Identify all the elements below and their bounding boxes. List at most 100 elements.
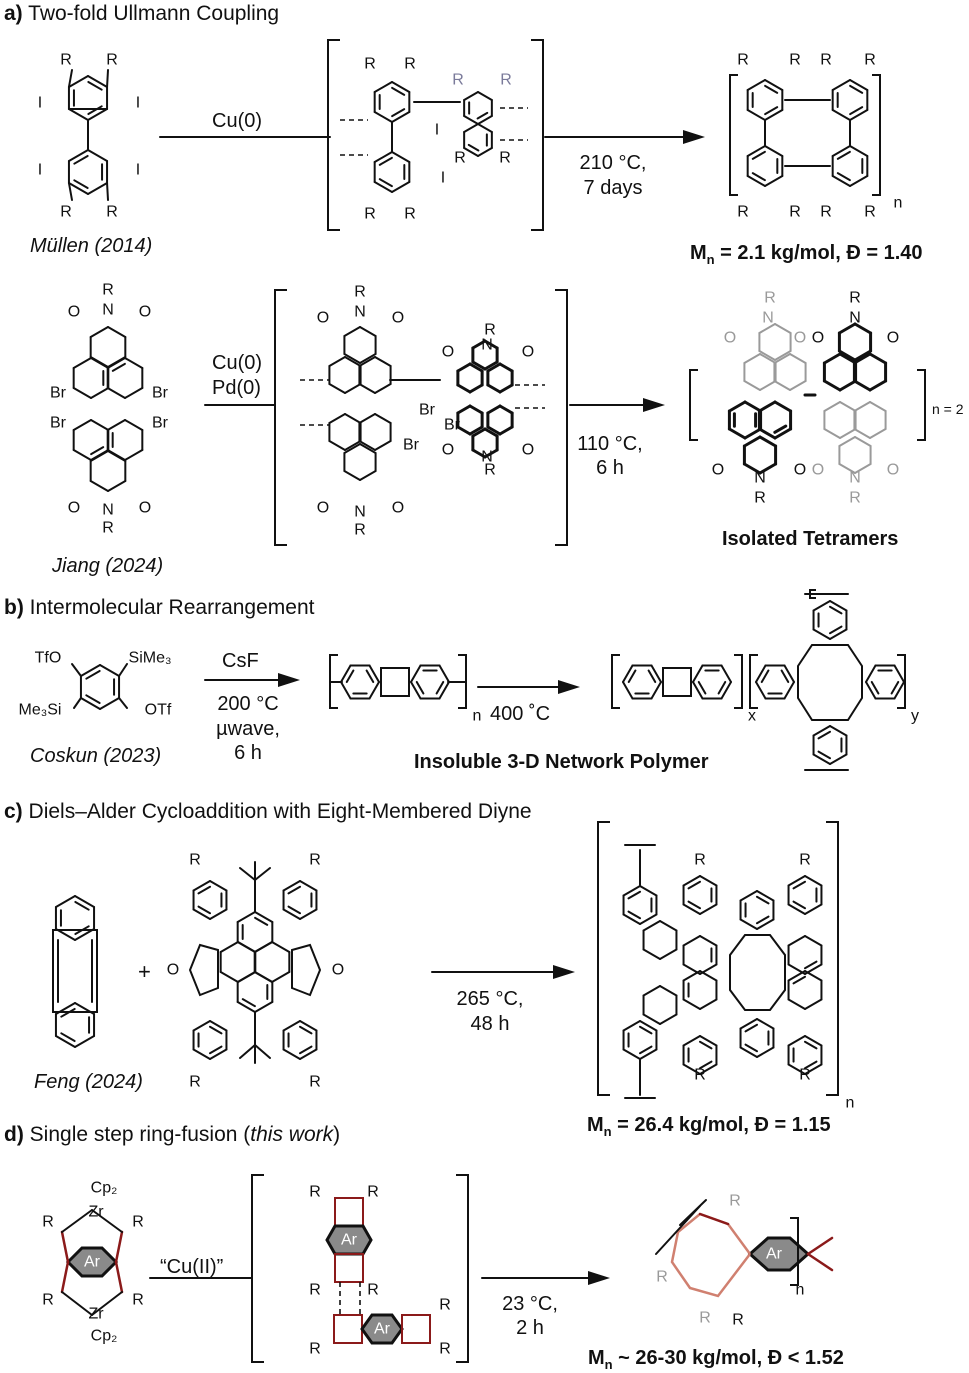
ring-bond [107,356,127,368]
ring-bond [774,323,792,334]
atom-R: R [364,206,376,223]
atom-R: R [439,1341,451,1358]
ring-bond [746,145,766,157]
ring-bond [739,1018,758,1030]
atom-Br: Br [50,385,67,402]
double-bond [849,106,864,116]
ring-bond [219,941,239,953]
atom-R: R [499,150,511,167]
ring-bond [477,123,493,133]
ring-bond [758,462,778,475]
ring-bond [849,79,869,91]
polymer-bracket [611,654,620,709]
atom-I: I [38,95,42,112]
ring-bond [746,79,766,91]
atom-R: R [737,204,749,221]
ring-bond [282,908,301,920]
ring-bond [837,322,857,335]
ring-bond [391,81,411,93]
cond-a2-temp: 110 °C, [577,433,643,455]
arrowhead [588,1271,610,1285]
polymer-bracket [917,369,926,441]
ring-bond [764,109,784,121]
ring-bond [471,339,487,350]
double-bond [467,143,480,152]
ring-bond [804,970,823,982]
atom-O: O [139,500,151,517]
atom-R: R [849,290,861,307]
ring-bond [642,948,661,960]
ring-bond [789,380,807,391]
ring-bond [124,357,144,369]
atom-SiMe3: SiMe₃ [129,650,172,667]
polymer-bracket [597,821,610,1096]
cond-b-mw: µwave, [216,718,280,740]
ring-bond [764,175,784,187]
ring-bond [209,908,228,920]
ring-bond [756,1046,775,1058]
ring-bond [359,353,377,364]
ring-bond [622,913,641,925]
double-bond [87,105,103,116]
arrowhead [683,130,705,144]
ring-bond [787,1035,806,1047]
double-bond [241,998,256,1008]
cond-a1-time: 7 days [583,177,643,199]
double-bond [415,680,425,695]
ring-bond [67,75,89,88]
double-bond [817,730,832,740]
ring-bond [831,145,851,157]
ring-bond [739,890,758,902]
ring-bond [869,401,887,412]
ring-bond [107,450,127,462]
atom-O: O [712,462,724,479]
ring-bond [773,353,791,364]
n-equals-2: n = 2 [932,401,964,417]
bond [67,69,73,88]
ring-bond [483,339,499,350]
double-bond [792,900,807,910]
double-bond [744,1043,759,1053]
double-bond [287,885,302,895]
atom-R: R [452,72,464,89]
arrowhead [553,965,575,979]
atom-O: O [68,304,80,321]
ring-bond [67,149,89,162]
double-bond [836,172,851,182]
ring-bond [650,681,662,700]
ring-bond [477,91,493,101]
ring-bond [639,1048,658,1060]
result-a1: Mn = 2.1 kg/mol, Đ = 1.40 [690,242,923,267]
double-bond [803,1060,818,1070]
ring-bond [358,440,376,451]
diyne-ring [52,929,98,1013]
subscript-n: n [894,195,903,212]
ring-bond [463,91,479,101]
ring-bond [468,383,484,394]
atom-R: R [309,1282,321,1299]
double-bond [828,605,843,615]
cyclobutadiene-ring [380,667,410,697]
cond-d-time: 2 h [516,1317,544,1339]
plus-sign: + [138,959,151,984]
ring-bond [787,970,806,982]
ring-bond [89,356,109,368]
ring-bond [743,380,761,391]
ring-bond [642,920,661,932]
ring-bond [742,462,762,475]
cyclooctatetraene-ring [797,644,863,721]
double-bond [60,1032,76,1043]
ring-bond [343,470,361,481]
ring-bond [893,681,905,700]
ring-bond [124,387,144,399]
ring-bond [471,427,487,438]
double-bond [751,150,766,160]
ring-bond [764,79,784,91]
ring-bond [237,941,257,953]
ring-bond [373,81,393,93]
ring-bond [812,600,831,612]
ring-bond [743,353,761,364]
cyclooctatetraene-ring [729,934,786,1011]
ring-bond [831,175,851,187]
atom-R: R [189,852,201,869]
